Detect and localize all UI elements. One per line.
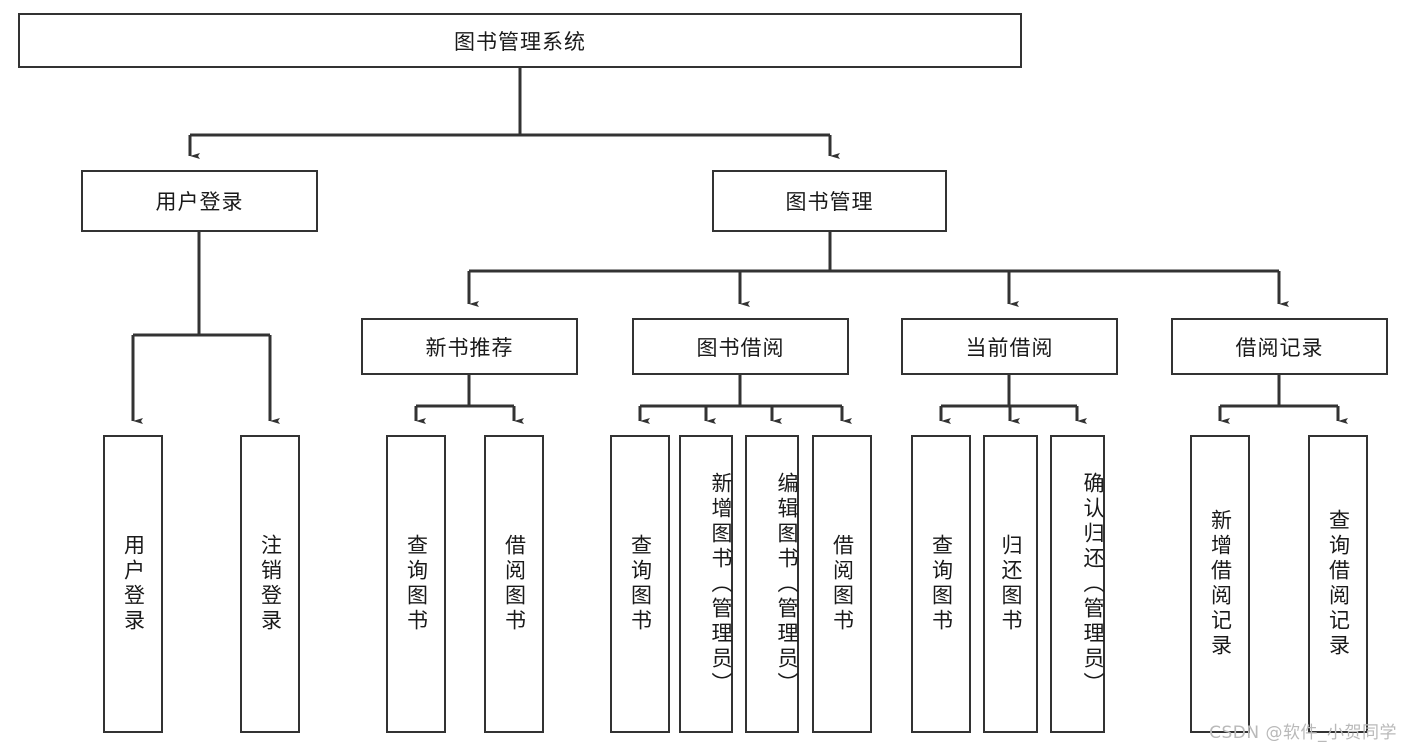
- node-leaf-query-book-1-label: 查询图书: [404, 534, 429, 634]
- node-leaf-borrow-book-2[interactable]: 借阅图书: [812, 435, 872, 733]
- csdn-watermark: CSDN @软件_小贺同学: [1209, 723, 1397, 743]
- node-book-management[interactable]: 图书管理: [712, 170, 947, 232]
- node-leaf-confirm-return-label: 确认归还（管理员）: [1081, 471, 1105, 697]
- node-leaf-add-book-label: 新增图书（管理员）: [709, 471, 733, 697]
- new-book-recommend-to-leaves-connectors: [414, 375, 524, 424]
- node-leaf-add-book[interactable]: 新增图书（管理员）: [679, 435, 733, 733]
- book-borrow-to-leaves-connectors: [638, 375, 852, 424]
- node-root[interactable]: 图书管理系统: [18, 13, 1022, 68]
- root-to-level2-connectors: [188, 68, 840, 159]
- node-current-borrow[interactable]: 当前借阅: [901, 318, 1118, 375]
- node-book-management-label: 图书管理: [785, 190, 874, 214]
- node-leaf-return-book[interactable]: 归还图书: [983, 435, 1038, 733]
- book-management-to-level3-connectors: [467, 232, 1289, 307]
- node-borrow-record-label: 借阅记录: [1235, 335, 1324, 360]
- node-leaf-query-book-2[interactable]: 查询图书: [610, 435, 670, 733]
- node-user-login[interactable]: 用户登录: [81, 170, 318, 232]
- node-book-borrow[interactable]: 图书借阅: [632, 318, 849, 375]
- node-leaf-query-record[interactable]: 查询借阅记录: [1308, 435, 1368, 733]
- node-leaf-logout[interactable]: 注销登录: [240, 435, 300, 733]
- current-borrow-to-leaves-connectors: [939, 375, 1087, 424]
- node-leaf-return-book-label: 归还图书: [999, 534, 1023, 634]
- node-leaf-user-login[interactable]: 用户登录: [103, 435, 163, 733]
- node-new-book-recommend-label: 新书推荐: [425, 335, 514, 360]
- user-login-to-leaves-connectors: [131, 232, 280, 424]
- node-user-login-label: 用户登录: [155, 190, 244, 214]
- node-leaf-query-book-1[interactable]: 查询图书: [386, 435, 446, 733]
- node-leaf-confirm-return[interactable]: 确认归还（管理员）: [1050, 435, 1105, 733]
- node-current-borrow-label: 当前借阅: [965, 335, 1054, 360]
- node-book-borrow-label: 图书借阅: [696, 335, 785, 360]
- node-leaf-query-book-3-label: 查询图书: [929, 534, 954, 634]
- node-leaf-logout-label: 注销登录: [258, 534, 283, 634]
- node-leaf-query-record-label: 查询借阅记录: [1326, 509, 1351, 659]
- node-leaf-query-book-2-label: 查询图书: [628, 534, 653, 634]
- node-leaf-query-book-3[interactable]: 查询图书: [911, 435, 971, 733]
- node-leaf-borrow-book-1[interactable]: 借阅图书: [484, 435, 544, 733]
- borrow-record-to-leaves-connectors: [1218, 375, 1348, 424]
- node-borrow-record[interactable]: 借阅记录: [1171, 318, 1388, 375]
- node-root-label: 图书管理系统: [454, 29, 586, 54]
- node-leaf-edit-book[interactable]: 编辑图书（管理员）: [745, 435, 799, 733]
- node-leaf-user-login-label: 用户登录: [121, 534, 146, 634]
- node-leaf-edit-book-label: 编辑图书（管理员）: [775, 471, 799, 697]
- node-new-book-recommend[interactable]: 新书推荐: [361, 318, 578, 375]
- node-leaf-borrow-book-1-label: 借阅图书: [502, 534, 527, 634]
- node-leaf-add-record[interactable]: 新增借阅记录: [1190, 435, 1250, 733]
- node-leaf-add-record-label: 新增借阅记录: [1208, 509, 1233, 659]
- node-leaf-borrow-book-2-label: 借阅图书: [830, 534, 855, 634]
